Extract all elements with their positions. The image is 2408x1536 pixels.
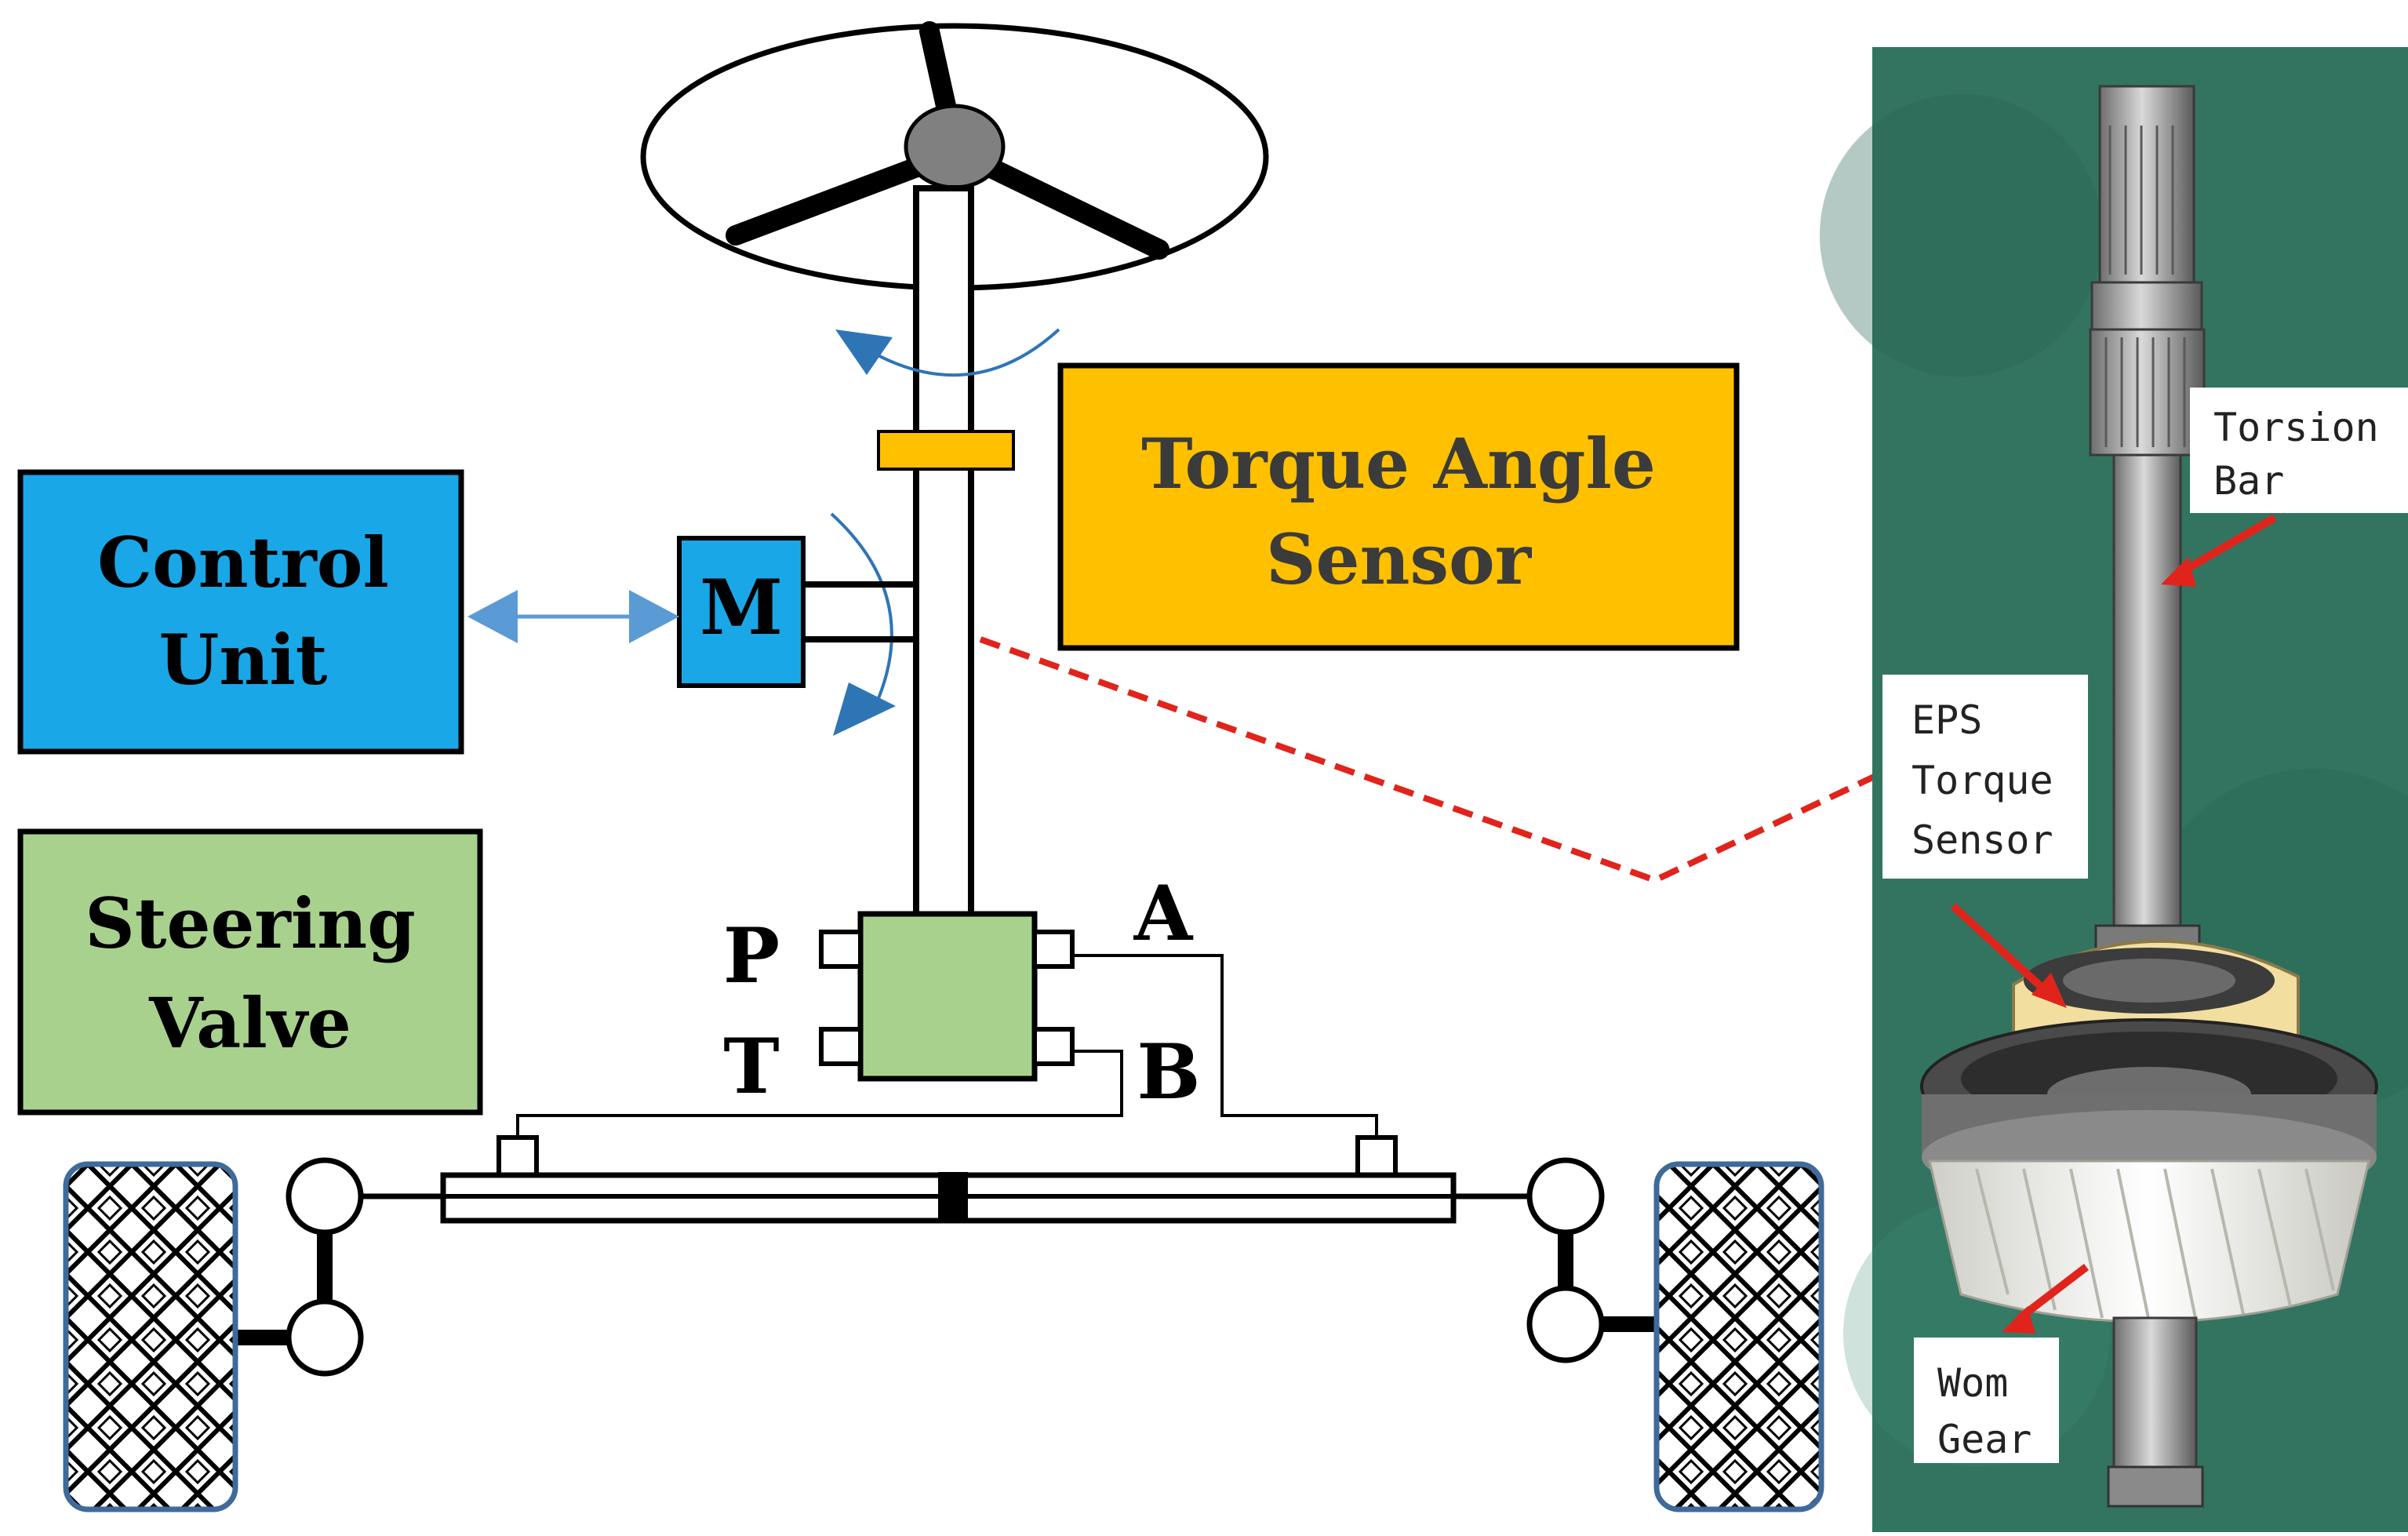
port-a-label: A [1133, 869, 1194, 958]
torque-sensor-ring [877, 430, 1015, 471]
worm-gear-label-line2: Gear [1937, 1417, 2032, 1462]
steering-valve-label-line2: Valve [148, 982, 351, 1064]
steering-valve-box [17, 828, 483, 1116]
left-tire [63, 1161, 238, 1512]
torque-angle-sensor-label-line2: Sensor [1266, 519, 1533, 600]
right-tire [1653, 1161, 1824, 1512]
eps-torque-sensor-label-line1: EPS [1911, 697, 1982, 743]
right-linkage [1453, 1157, 1657, 1363]
motor-label: M [700, 563, 783, 652]
eps-torque-sensor-label-line3: Sensor [1911, 817, 2053, 863]
sensor-callout-dashed-line [979, 636, 1884, 884]
torque-angle-sensor-label-line1: Torque Angle [1141, 423, 1656, 504]
eps-component-photo [1820, 47, 2408, 1532]
port-p-nub [819, 930, 863, 969]
port-t-label: T [723, 1022, 779, 1111]
eps-torque-sensor-label-line2: Torque [1911, 758, 2053, 803]
motor-box [677, 536, 806, 688]
hydraulic-lines [516, 954, 1378, 1139]
control-unit-box [17, 469, 464, 755]
cylinder-port-left [497, 1135, 539, 1177]
control-unit-label-line2: Unit [159, 619, 328, 701]
control-motor-link-arrow [467, 590, 679, 643]
port-t-nub [819, 1027, 863, 1066]
torque-angle-sensor-box [1057, 362, 1740, 651]
rotation-arrow-lower [830, 512, 896, 736]
rotation-arrow-upper [835, 328, 1060, 377]
steering-valve-label-line1: Steering [85, 883, 415, 964]
control-unit-label-line1: Control [97, 522, 389, 603]
port-p-label: P [723, 912, 780, 1000]
cylinder-port-right [1355, 1135, 1398, 1177]
port-b-nub [1032, 1027, 1075, 1066]
torsion-bar-label-line2: Bar [2213, 458, 2284, 504]
left-linkage [235, 1157, 443, 1377]
valve-block [857, 911, 1038, 1082]
steering-wheel [640, 21, 1269, 291]
steering-column [913, 185, 974, 919]
torsion-bar-label-line1: Torsion [2213, 405, 2379, 450]
steering-rack [440, 1172, 1457, 1224]
port-a-nub [1032, 930, 1075, 969]
worm-gear-label-line1: Wom [1937, 1360, 2008, 1406]
port-b-label: B [1137, 1028, 1200, 1116]
